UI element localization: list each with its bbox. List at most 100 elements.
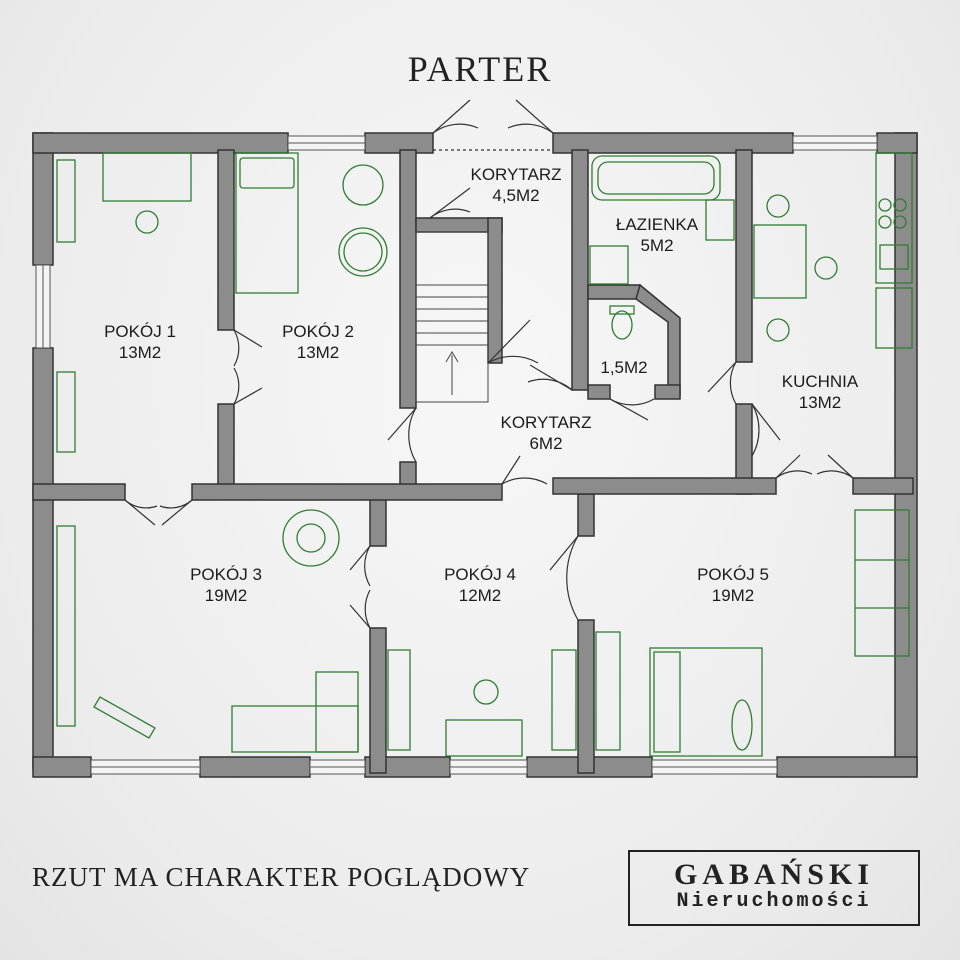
chair-icon	[766, 194, 790, 218]
kitchen-sink-icon	[879, 244, 909, 270]
chair-icon	[135, 210, 159, 234]
room-name-lazienka: ŁAZIENKA	[616, 215, 699, 234]
chair-icon	[814, 256, 838, 280]
entrance-door	[432, 99, 554, 151]
room-name-korytarz-top: KORYTARZ	[471, 165, 562, 184]
room-area-kuchnia: 13M2	[799, 393, 842, 412]
wall-top-3	[552, 132, 794, 154]
wall-mid-4	[852, 477, 914, 495]
room-area-pokoj2: 13M2	[297, 343, 340, 362]
wall-mid-3	[552, 477, 777, 495]
wall-wc-bottom-r	[654, 384, 681, 400]
wall-p4-p5	[577, 619, 595, 774]
wall-bottom-2	[199, 756, 311, 778]
bathtub-icon	[591, 155, 721, 201]
room-area-lazienka: 5M2	[640, 236, 673, 255]
wall-top-1	[32, 132, 289, 154]
room-labels: POKÓJ 1 13M2 POKÓJ 2 13M2 KORYTARZ 4,5M2…	[104, 165, 859, 605]
chair-icon	[473, 679, 499, 705]
door-p2-corridor	[387, 407, 417, 463]
staircase	[415, 231, 489, 403]
wall-bath-kitchen	[735, 149, 753, 363]
disclaimer-text: RZUT MA CHARAKTER POGLĄDOWY	[32, 862, 531, 892]
wall-p1-p2	[217, 149, 235, 331]
door-kitchen-1	[707, 361, 737, 405]
wall-right	[894, 132, 918, 774]
room-area-pokoj1: 13M2	[119, 343, 162, 362]
bookshelf-icon	[56, 159, 76, 243]
wall-bottom-1	[32, 756, 92, 778]
door-stair	[487, 319, 539, 364]
room-name-pokoj5: POKÓJ 5	[697, 565, 769, 584]
wall-mid-2	[191, 483, 503, 501]
door-bathroom	[527, 364, 573, 391]
desk-icon	[102, 152, 192, 202]
wall-p4-p5-top	[577, 493, 595, 537]
wall-p1-p2-low	[217, 403, 235, 495]
walls	[32, 132, 918, 778]
wall-corridor-bath	[571, 149, 589, 391]
dining-table-icon	[753, 224, 807, 299]
wall-wc-bottom	[587, 384, 611, 400]
wall-p3-p4	[369, 627, 387, 774]
door-corridor-mid	[501, 455, 548, 485]
sofa-icon	[231, 705, 359, 753]
shower-icon	[589, 245, 629, 285]
armchair-icon	[342, 164, 384, 206]
wall-top-2	[364, 132, 434, 154]
door-p4-p5	[549, 535, 579, 621]
wall-p3-p4-top	[369, 493, 387, 547]
door-p1-p2	[233, 329, 263, 405]
sink-icon	[705, 199, 735, 241]
round-table-icon	[338, 227, 388, 277]
door-p5	[775, 454, 854, 479]
room-name-kuchnia: KUCHNIA	[782, 372, 859, 391]
wall-mid-1	[32, 483, 126, 501]
plant-icon	[296, 523, 326, 553]
wall-top-4	[876, 132, 918, 154]
wall-p2-corridor	[399, 149, 417, 409]
bookshelf-icon	[56, 525, 76, 727]
room-area-pokoj4: 12M2	[459, 586, 502, 605]
plan-title: PARTER	[407, 49, 553, 89]
bed-icon	[235, 152, 299, 294]
room-name-pokoj4: POKÓJ 4	[444, 565, 516, 584]
tv-stand-icon	[93, 696, 156, 739]
fridge-icon	[875, 287, 913, 349]
doors	[124, 99, 854, 629]
bookshelf-icon	[387, 649, 411, 751]
person-icon	[731, 699, 753, 751]
windows	[35, 135, 878, 775]
room-area-korytarz-top: 4,5M2	[492, 186, 539, 205]
wall-stair-side	[487, 217, 503, 364]
agency-logo: GABAŃSKI Nieruchomości	[628, 850, 920, 926]
logo-subtitle: Nieruchomości	[676, 890, 872, 913]
wall-bath-wc	[587, 284, 641, 300]
chair-icon	[766, 318, 790, 342]
room-name-korytarz-mid: KORYTARZ	[501, 413, 592, 432]
room-area-pokoj5: 19M2	[712, 586, 755, 605]
kitchen-counter-icon	[875, 152, 913, 284]
room-name-pokoj3: POKÓJ 3	[190, 565, 262, 584]
bookshelf-icon	[551, 649, 577, 751]
wall-wc-angled	[635, 283, 681, 396]
room-name-pokoj1: POKÓJ 1	[104, 322, 176, 341]
bookshelf-icon	[595, 631, 621, 751]
logo-name: GABAŃSKI	[673, 858, 875, 891]
room-area-pokoj3: 19M2	[205, 586, 248, 605]
door-corridor-top	[429, 187, 471, 219]
desk-icon	[445, 719, 523, 757]
sofa-icon	[854, 509, 910, 657]
room-area-korytarz-mid: 6M2	[529, 434, 562, 453]
wall-left-bottom	[32, 347, 54, 769]
room-area-wc: 1,5M2	[600, 358, 647, 377]
door-kitchen-2	[751, 403, 781, 457]
room-name-pokoj2: POKÓJ 2	[282, 322, 354, 341]
toilet-icon	[611, 310, 633, 340]
door-wc	[609, 398, 655, 421]
wall-bottom-5	[776, 756, 918, 778]
bookshelf-icon	[56, 371, 76, 453]
door-p3-p4	[349, 545, 371, 629]
